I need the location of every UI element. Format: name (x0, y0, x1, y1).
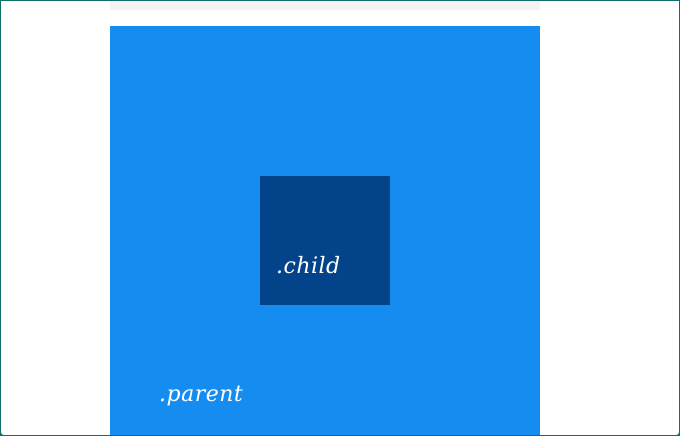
child-label: .child (276, 254, 341, 279)
parent-label: .parent (159, 382, 244, 407)
child-box: .child (260, 176, 390, 305)
previous-demo-strip (110, 1, 540, 10)
parent-box: .child .parent (110, 26, 540, 435)
